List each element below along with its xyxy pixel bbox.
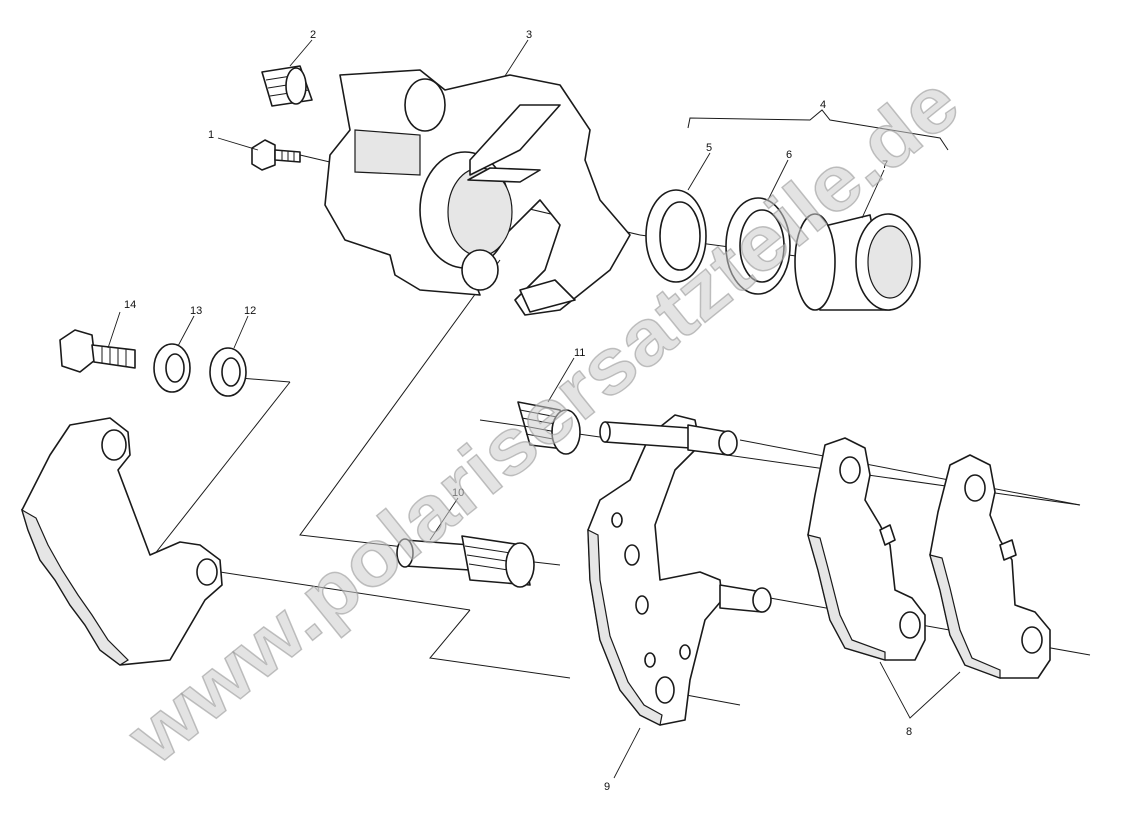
callout-9: 9	[604, 781, 610, 793]
callout-7: 7	[882, 159, 888, 171]
callout-3: 3	[526, 29, 532, 41]
seal-ring-5	[645, 189, 707, 283]
bushing-11	[517, 401, 581, 455]
callout-1: 1	[208, 129, 214, 141]
callout-12: 12	[244, 305, 256, 317]
callout-11: 11	[574, 347, 585, 359]
bleeder-screw	[251, 139, 301, 171]
callout-5: 5	[706, 142, 712, 154]
callout-10: 10	[452, 487, 464, 499]
piston-7	[794, 213, 921, 311]
callout-2: 2	[310, 29, 316, 41]
piston-kit-bracket	[687, 109, 949, 151]
callout-8: 8	[906, 726, 912, 738]
caliper-body	[324, 69, 631, 316]
bolt	[59, 329, 136, 373]
callout-labels: 1 2 3 4 5 6 7 8 9 10 11 12 13 14	[124, 29, 912, 793]
brake-pad-rear	[929, 454, 1051, 679]
brake-pad-front	[807, 437, 926, 661]
pad-holder-plate	[587, 414, 772, 726]
mounting-bracket	[20, 417, 223, 666]
callout-6: 6	[786, 149, 792, 161]
callout-13: 13	[190, 305, 202, 317]
leader-lines	[107, 39, 961, 779]
plug	[261, 65, 313, 107]
lock-washer	[153, 343, 191, 393]
flat-washer	[209, 347, 247, 397]
callout-14: 14	[124, 299, 136, 311]
bushing-10	[461, 535, 535, 588]
seal-ring-6	[725, 197, 791, 295]
callout-4: 4	[820, 99, 826, 111]
